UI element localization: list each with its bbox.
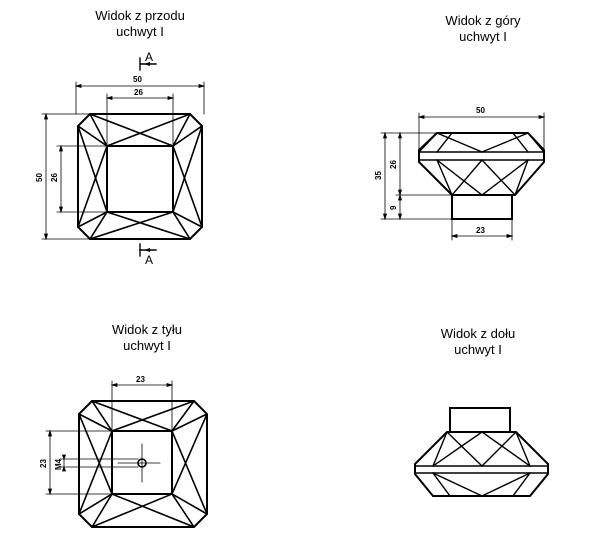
front-dim-outer-width	[74, 81, 206, 115]
back-dim-inner-width	[110, 380, 174, 432]
top-neck	[451, 194, 513, 220]
top-dim-total-height	[380, 131, 453, 221]
top-dim-neck-width-label: 23	[476, 226, 485, 235]
front-view-title-line1: Widok z przodu	[95, 8, 185, 23]
top-dim-head-height-label: 26	[389, 160, 398, 169]
section-label-bottom: A	[145, 253, 153, 267]
top-facets	[418, 132, 545, 196]
front-dim-inner-width-label: 26	[134, 88, 143, 97]
top-view: 50 35 26 9 23	[374, 106, 546, 241]
section-mark-top	[139, 57, 157, 71]
front-dim-outer-height	[41, 112, 91, 241]
front-dim-inner-height-label: 26	[50, 173, 59, 182]
bottom-facets	[414, 431, 549, 497]
top-head-outline	[418, 132, 545, 196]
top-view-title-line2: uchwyt I	[459, 29, 507, 44]
back-view-title-line2: uchwyt I	[123, 338, 171, 353]
back-view-title-line1: Widok z tyłu	[111, 322, 183, 337]
back-dim-inner-width-label: 23	[136, 375, 145, 384]
front-dim-inner-height	[56, 144, 108, 214]
back-inner-square	[111, 430, 173, 495]
top-dim-width	[417, 112, 546, 151]
top-dim-head-height	[395, 131, 453, 197]
back-view-title: Widok z tyłu uchwyt I	[67, 322, 227, 354]
front-view-title: Widok z przodu uchwyt I	[60, 8, 220, 40]
section-mark-bottom	[139, 243, 157, 257]
back-view: 23 23 M4	[39, 375, 209, 529]
bottom-view-title-line2: uchwyt I	[454, 342, 502, 357]
top-dim-neck-height	[397, 193, 403, 221]
bottom-view-title: Widok z dołu uchwyt I	[398, 326, 558, 358]
top-dim-neck-width	[450, 218, 514, 241]
back-dim-inner-height	[45, 429, 113, 496]
front-inner-square	[106, 145, 174, 213]
back-facets	[77, 399, 209, 529]
top-dim-neck-height-label: 9	[389, 205, 398, 210]
back-dim-thread	[59, 454, 139, 472]
back-dim-thread-label: M4	[54, 458, 63, 470]
front-view: A A 50 26 50 26	[35, 50, 206, 267]
bottom-view	[414, 407, 549, 497]
top-dim-width-label: 50	[476, 106, 485, 115]
front-dim-outer-height-label: 50	[35, 173, 44, 182]
top-dim-total-height-label: 35	[374, 171, 383, 180]
bottom-view-title-line1: Widok z dołu	[440, 326, 516, 341]
front-dim-outer-width-label: 50	[133, 75, 142, 84]
front-facets	[76, 112, 204, 241]
section-label-top: A	[145, 50, 153, 64]
front-view-title-line2: uchwyt I	[116, 24, 164, 39]
back-dim-inner-height-label: 23	[39, 459, 48, 468]
top-view-title: Widok z góry uchwyt I	[403, 13, 563, 45]
bottom-neck	[449, 407, 511, 433]
top-view-title-line1: Widok z góry	[445, 13, 521, 28]
front-dim-inner-width	[105, 93, 175, 147]
